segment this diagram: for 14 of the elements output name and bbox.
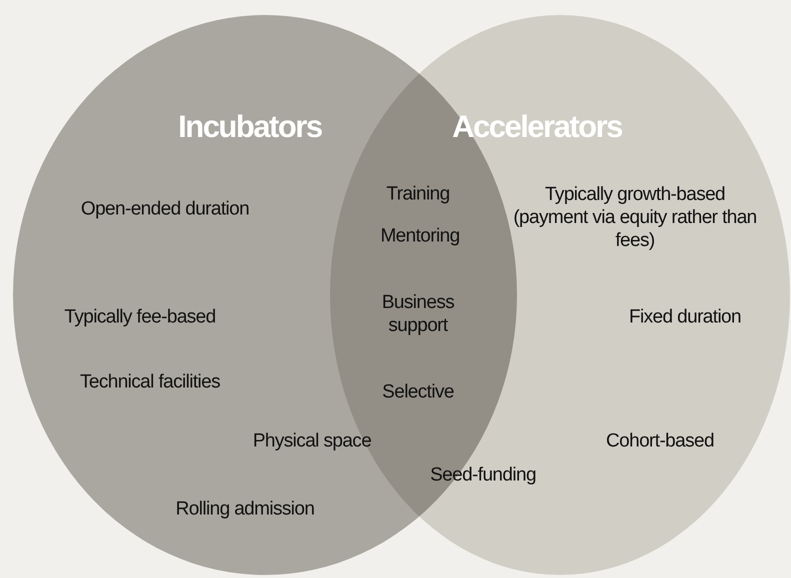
- feature-text: Seed-funding: [430, 464, 536, 488]
- feature-text: Rolling admission: [176, 498, 314, 522]
- feature-text: Typically growth-based (payment via equity rather than fees): [512, 184, 758, 252]
- feature-text: Technical facilities: [80, 372, 220, 394]
- feature-text: Training: [386, 184, 450, 206]
- feature-text: Typically fee-based: [64, 306, 216, 330]
- feature-text: Fixed duration: [629, 306, 741, 330]
- feature-text: Mentoring: [380, 226, 460, 248]
- feature-text: Selective: [382, 382, 454, 404]
- feature-text: Business support: [380, 292, 456, 338]
- feature-text: Cohort-based: [606, 430, 714, 454]
- feature-text: Open-ended duration: [80, 198, 250, 222]
- set-title: Incubators: [178, 109, 322, 145]
- feature-text: Physical space: [252, 430, 372, 454]
